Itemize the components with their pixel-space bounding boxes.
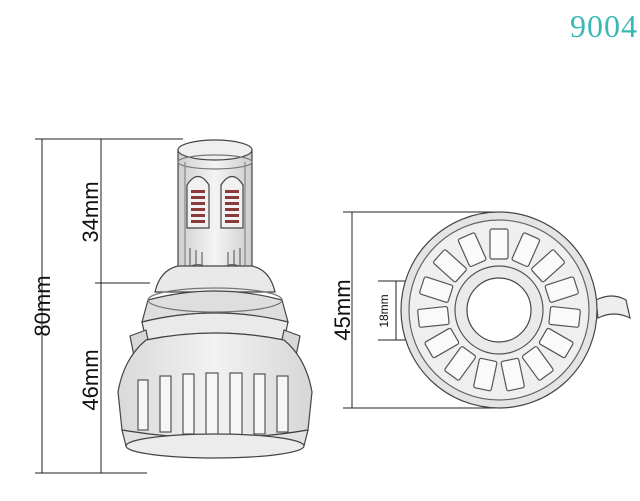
inner-diameter-label: 18mm <box>377 294 391 327</box>
led-post-top-cap <box>177 139 253 161</box>
bulb-top-view <box>400 211 631 409</box>
lower-height-label: 46mm <box>78 349 103 410</box>
led-chips <box>191 190 239 223</box>
heat-sink-fins <box>137 372 289 436</box>
outer-diameter-label: 45mm <box>330 279 355 340</box>
upper-height-label: 34mm <box>78 181 103 242</box>
model-code-label: 9004 <box>570 8 638 44</box>
top-view-inner-opening <box>466 277 532 343</box>
side-view-dimensions <box>35 138 183 474</box>
total-height-label: 80mm <box>30 275 55 336</box>
base-bottom <box>125 433 305 459</box>
bulb-side-view <box>117 139 313 459</box>
top-view-fins <box>417 228 581 392</box>
wire-lead <box>595 295 631 320</box>
led-post-rim <box>177 154 253 170</box>
collar-top <box>154 265 276 293</box>
